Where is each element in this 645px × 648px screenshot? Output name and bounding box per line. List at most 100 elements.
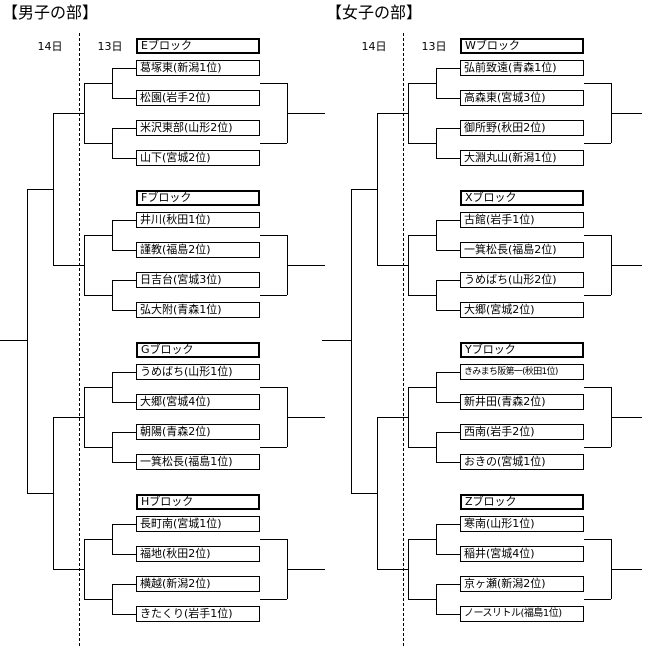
team-box: 古館(岩手1位) [460, 212, 584, 228]
team-connector-line [112, 372, 136, 373]
team-connector-line [436, 280, 460, 281]
semifinal-winner-line [351, 493, 377, 494]
team-connector-line [436, 462, 460, 463]
team-connector-line [436, 524, 460, 525]
block-winner-line [53, 417, 84, 418]
team-connector-line [436, 310, 460, 311]
team-box: ノースリトル(福島1位) [460, 606, 584, 622]
pair-bracket-line [112, 128, 113, 158]
right-block-winner-line [287, 569, 325, 570]
block-final-line [408, 539, 409, 599]
team-connector-line [112, 158, 136, 159]
right-block-winner-line [611, 265, 642, 266]
champion-line [322, 340, 351, 341]
team-connector-line [436, 128, 460, 129]
division-title-women: 【女子の部】 [326, 3, 423, 22]
pair-bracket-line [112, 524, 113, 554]
team-connector-line [436, 614, 460, 615]
team-connector-line [112, 402, 136, 403]
pair-bracket-line [112, 584, 113, 614]
team-connector-line [436, 220, 460, 221]
pair-winner-line [84, 295, 112, 296]
team-box: うめばち(山形2位) [460, 272, 584, 288]
block-header: Zブロック [460, 494, 584, 510]
final-line [351, 189, 352, 493]
pair-bracket-line [436, 372, 437, 402]
pair-winner-line [408, 599, 436, 600]
pair-bracket-line [112, 280, 113, 310]
right-block-winner-line [287, 265, 325, 266]
champion-line [0, 340, 27, 341]
team-connector-line [112, 614, 136, 615]
block-header: Gブロック [136, 342, 260, 358]
day-label-14-women: 14日 [361, 40, 387, 53]
team-connector-line [436, 554, 460, 555]
right-pair-winner-line [584, 295, 611, 296]
team-box: 山下(宮城2位) [136, 150, 260, 166]
right-block-winner-line [611, 417, 642, 418]
pair-winner-line [408, 143, 436, 144]
right-pair-winner-line [584, 599, 611, 600]
team-box: 西南(岩手2位) [460, 424, 584, 440]
team-box: 横越(新潟2位) [136, 576, 260, 592]
team-box: 福地(秋田2位) [136, 546, 260, 562]
team-connector-line [436, 584, 460, 585]
pair-winner-line [84, 447, 112, 448]
pair-winner-line [84, 599, 112, 600]
team-connector-line [436, 68, 460, 69]
pair-bracket-line [436, 432, 437, 462]
team-box: 米沢東部(山形2位) [136, 120, 260, 136]
block-header: Hブロック [136, 494, 260, 510]
block-final-line [84, 83, 85, 143]
pair-winner-line [408, 295, 436, 296]
team-box: 稲井(宮城4位) [460, 546, 584, 562]
right-pair-winner-line [260, 295, 287, 296]
team-box: おきの(宮城1位) [460, 454, 584, 470]
team-box: 京ヶ瀬(新潟2位) [460, 576, 584, 592]
right-block-winner-line [611, 569, 642, 570]
right-pair-winner-line [260, 143, 287, 144]
right-pair-winner-line [584, 387, 611, 388]
right-pair-winner-line [260, 599, 287, 600]
right-pair-winner-line [584, 235, 611, 236]
team-connector-line [112, 584, 136, 585]
pair-winner-line [408, 387, 436, 388]
pair-bracket-line [436, 220, 437, 250]
right-pair-winner-line [260, 387, 287, 388]
team-connector-line [112, 128, 136, 129]
day-label-13-women: 13日 [421, 40, 447, 53]
team-box: 高森東(宮城3位) [460, 90, 584, 106]
pair-bracket-line [436, 524, 437, 554]
team-box: 松園(岩手2位) [136, 90, 260, 106]
team-connector-line [436, 98, 460, 99]
block-final-line [84, 387, 85, 447]
right-pair-winner-line [260, 539, 287, 540]
block-header: Xブロック [460, 190, 584, 206]
team-connector-line [112, 554, 136, 555]
pair-bracket-line [436, 584, 437, 614]
right-block-winner-line [287, 417, 325, 418]
team-box: きみまち阪第一(秋田1位) [460, 364, 584, 380]
pair-winner-line [84, 83, 112, 84]
pair-bracket-line [112, 432, 113, 462]
right-pair-winner-line [584, 143, 611, 144]
team-box: 弘大附(青森1位) [136, 302, 260, 318]
pair-winner-line [84, 387, 112, 388]
day-label-14-men: 14日 [37, 40, 63, 53]
block-winner-line [377, 265, 408, 266]
team-box: 弘前致遠(青森1位) [460, 60, 584, 76]
right-pair-winner-line [584, 447, 611, 448]
day-separator-line-men [79, 33, 80, 646]
right-pair-winner-line [260, 235, 287, 236]
semifinal-winner-line [27, 189, 53, 190]
pair-bracket-line [112, 220, 113, 250]
block-winner-line [53, 569, 84, 570]
team-box: 長町南(宮城1位) [136, 516, 260, 532]
semifinal-line [53, 113, 54, 265]
semifinal-line [377, 113, 378, 265]
team-box: 御所野(秋田2位) [460, 120, 584, 136]
team-connector-line [112, 220, 136, 221]
right-pair-winner-line [584, 539, 611, 540]
block-winner-line [53, 113, 84, 114]
